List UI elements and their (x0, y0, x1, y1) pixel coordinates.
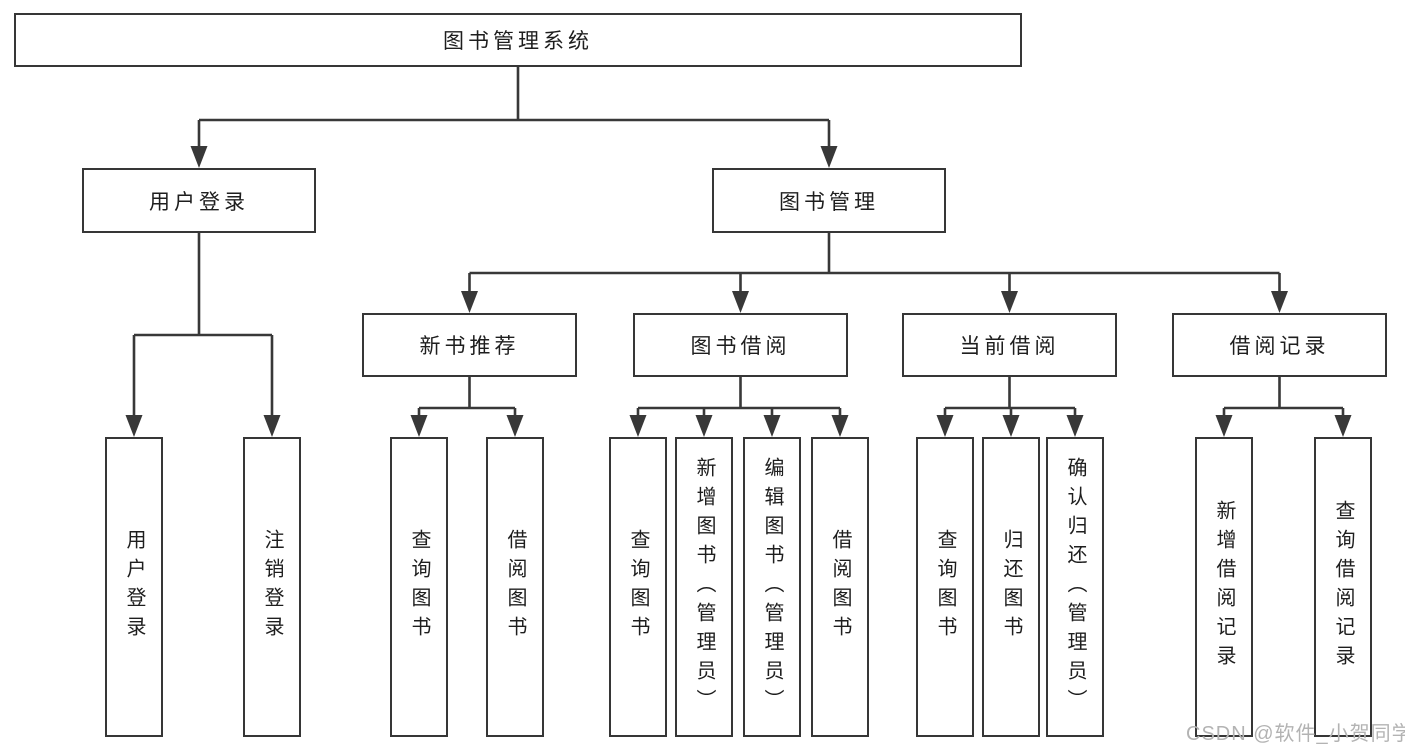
csdn-watermark: CSDN @软件_小贺同学 (1186, 723, 1405, 745)
leaf-add-borrow-record: 新增借阅记录 (1195, 437, 1253, 737)
node-current-borrow: 当前借阅 (902, 313, 1117, 377)
arrowhead-icon (763, 415, 781, 437)
arrowhead-icon (1001, 291, 1018, 313)
leaf-logout: 注销登录 (243, 437, 301, 737)
arrowhead-icon (461, 291, 478, 313)
leaf-query-books-borrow: 查询图书 (609, 437, 667, 737)
arrowhead-icon (125, 415, 143, 437)
arrowhead-icon (263, 415, 281, 437)
arrowhead-icon (1066, 415, 1084, 437)
arrowhead-icon (1215, 415, 1233, 437)
leaf-edit-book-admin: 编辑图书（管理员） (743, 437, 801, 737)
node-book-management: 图书管理 (712, 168, 946, 233)
leaf-query-borrow-record: 查询借阅记录 (1314, 437, 1372, 737)
node-book-borrow: 图书借阅 (633, 313, 848, 377)
arrowhead-icon (695, 415, 713, 437)
arrowhead-icon (936, 415, 954, 437)
leaf-confirm-return-admin: 确认归还（管理员） (1046, 437, 1104, 737)
node-user-login: 用户登录 (82, 168, 316, 233)
connector-borrow-records (1222, 377, 1345, 421)
arrowhead-icon (831, 415, 849, 437)
node-root: 图书管理系统 (14, 13, 1022, 67)
leaf-query-books-current: 查询图书 (916, 437, 974, 737)
connector-book-management (468, 233, 1281, 297)
arrowhead-icon (629, 415, 647, 437)
leaf-borrow-books: 借阅图书 (811, 437, 869, 737)
node-current-borrow-label: 当前借阅 (959, 335, 1060, 358)
leaf-return-book: 归还图书 (982, 437, 1040, 737)
connector-book-borrow (636, 377, 842, 421)
node-new-book-recommend: 新书推荐 (362, 313, 577, 377)
arrowhead-icon (1002, 415, 1020, 437)
leaf-add-book-admin: 新增图书（管理员） (675, 437, 733, 737)
node-user-login-label: 用户登录 (149, 190, 249, 214)
leaf-query-books-recommend: 查询图书 (390, 437, 448, 737)
arrowhead-icon (506, 415, 524, 437)
arrowhead-icon (1334, 415, 1352, 437)
connector-user-login (132, 233, 274, 421)
arrowhead-icon (732, 291, 749, 313)
node-borrow-records-label: 借阅记录 (1229, 335, 1330, 358)
arrowhead-icon (1271, 291, 1288, 313)
arrowhead-icon (410, 415, 428, 437)
connector-new-book-recommend (417, 377, 517, 421)
node-book-borrow-label: 图书借阅 (690, 335, 791, 358)
leaf-borrow-books-recommend: 借阅图书 (486, 437, 544, 737)
leaf-user-login: 用户登录 (105, 437, 163, 737)
connector-root (197, 67, 831, 152)
arrowhead-icon (820, 146, 838, 168)
node-new-book-recommend-label: 新书推荐 (419, 335, 520, 358)
node-borrow-records: 借阅记录 (1172, 313, 1387, 377)
connector-current-borrow (943, 377, 1077, 421)
node-root-label: 图书管理系统 (443, 30, 593, 53)
node-book-management-label: 图书管理 (779, 190, 879, 214)
arrowhead-icon (190, 146, 208, 168)
